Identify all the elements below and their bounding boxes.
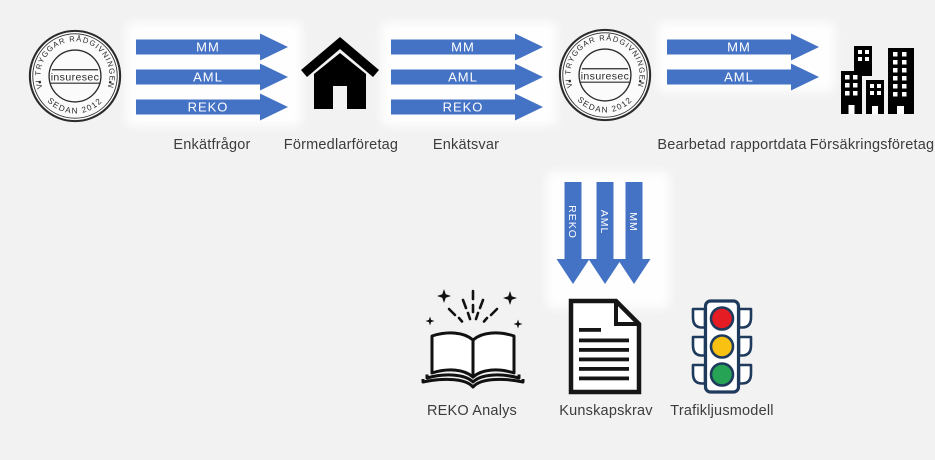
label-forsakringsforetag: Försäkringsföretag bbox=[809, 137, 935, 153]
open-book-sparkles-icon bbox=[421, 289, 525, 389]
buildings-icon bbox=[841, 46, 914, 114]
down-arrow-mm: MM bbox=[617, 182, 651, 284]
arrow-mm-2: MM bbox=[391, 33, 543, 61]
arrow-aml-3: AML bbox=[667, 63, 819, 91]
traffic-light-icon bbox=[691, 299, 753, 394]
label-bearbetad-rapportdata: Bearbetad rapportdata bbox=[657, 137, 807, 153]
label-reko-analys: REKO Analys bbox=[426, 403, 518, 419]
arrow-reko-1: REKO bbox=[136, 93, 288, 121]
arrow-label: AML bbox=[193, 70, 223, 85]
arrow-label: AML bbox=[724, 70, 754, 85]
label-formedlarforetag: Förmedlarföretag bbox=[283, 137, 399, 153]
arrow-aml-2: AML bbox=[391, 63, 543, 91]
document-icon bbox=[568, 298, 642, 395]
arrow-label: MM bbox=[627, 212, 639, 232]
label-enkatsvar: Enkätsvar bbox=[432, 137, 500, 153]
arrow-label: MM bbox=[451, 40, 475, 55]
label-kunskapskrav: Kunskapskrav bbox=[559, 403, 653, 419]
arrow-label: AML bbox=[598, 210, 610, 235]
arrow-aml-1: AML bbox=[136, 63, 288, 91]
arrow-label: MM bbox=[196, 40, 220, 55]
label-enkatfragor: Enkätfrågor bbox=[173, 137, 251, 153]
label-trafikljusmodell: Trafikljusmodell bbox=[670, 403, 774, 419]
arrow-mm-1: MM bbox=[136, 33, 288, 61]
insuresec-seal-icon: VI TRYGGAR RÅDGIVNINGEN SEDAN 2012 insur… bbox=[558, 28, 652, 122]
arrow-label: REKO bbox=[443, 100, 484, 115]
insuresec-seal-icon: VI TRYGGAR RÅDGIVNINGEN SEDAN 2012 insur… bbox=[28, 29, 122, 123]
down-arrow-aml: AML bbox=[588, 182, 622, 284]
down-arrow-reko: REKO bbox=[556, 182, 590, 284]
arrow-label: REKO bbox=[566, 205, 578, 239]
seal-center-text: insuresec bbox=[51, 71, 100, 83]
arrow-label: REKO bbox=[188, 100, 229, 115]
arrow-reko-2: REKO bbox=[391, 93, 543, 121]
arrow-label: MM bbox=[727, 40, 751, 55]
seal-center-text: insuresec bbox=[581, 70, 630, 82]
house-icon bbox=[301, 37, 379, 109]
arrow-label: AML bbox=[448, 70, 478, 85]
arrow-mm-3: MM bbox=[667, 33, 819, 61]
